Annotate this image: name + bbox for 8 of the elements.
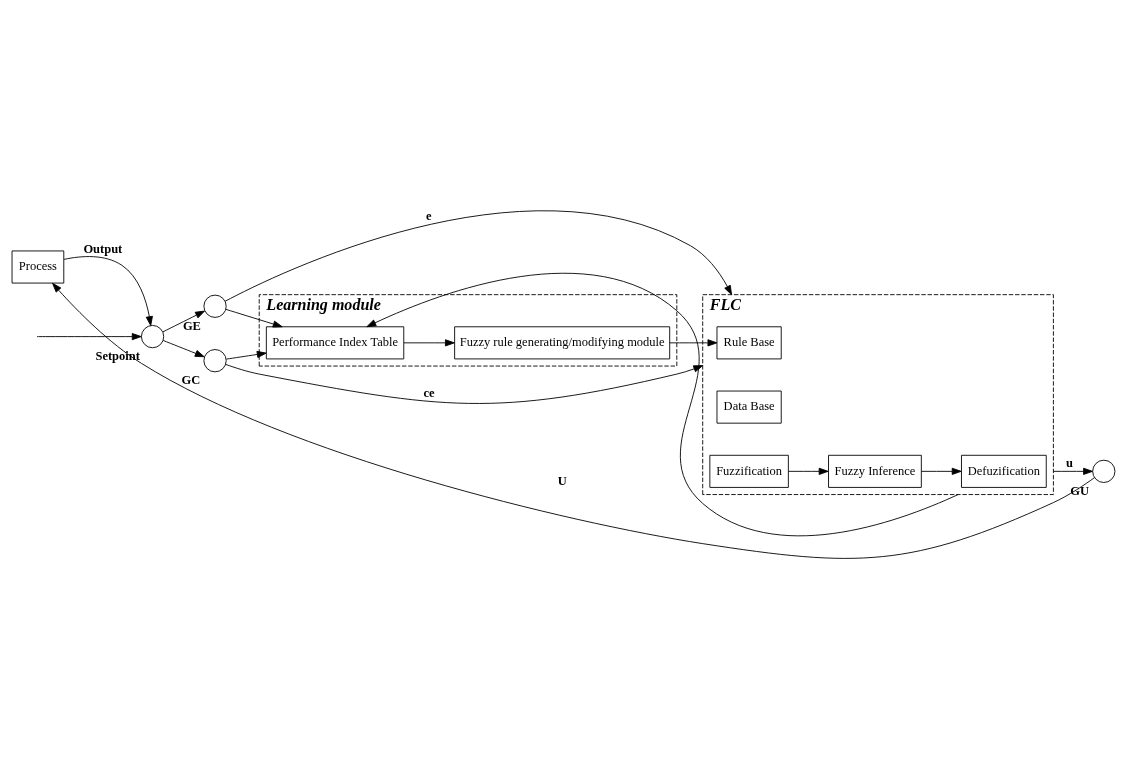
edge-label: e <box>426 208 432 223</box>
edge-label: Output <box>83 241 123 256</box>
node-label: GU <box>1070 483 1090 498</box>
edge-label: U <box>557 473 567 488</box>
edge-label: u <box>1065 455 1073 470</box>
node-label: GC <box>181 372 201 387</box>
edge-label: ce <box>423 385 435 400</box>
node-label: GE <box>182 318 201 333</box>
